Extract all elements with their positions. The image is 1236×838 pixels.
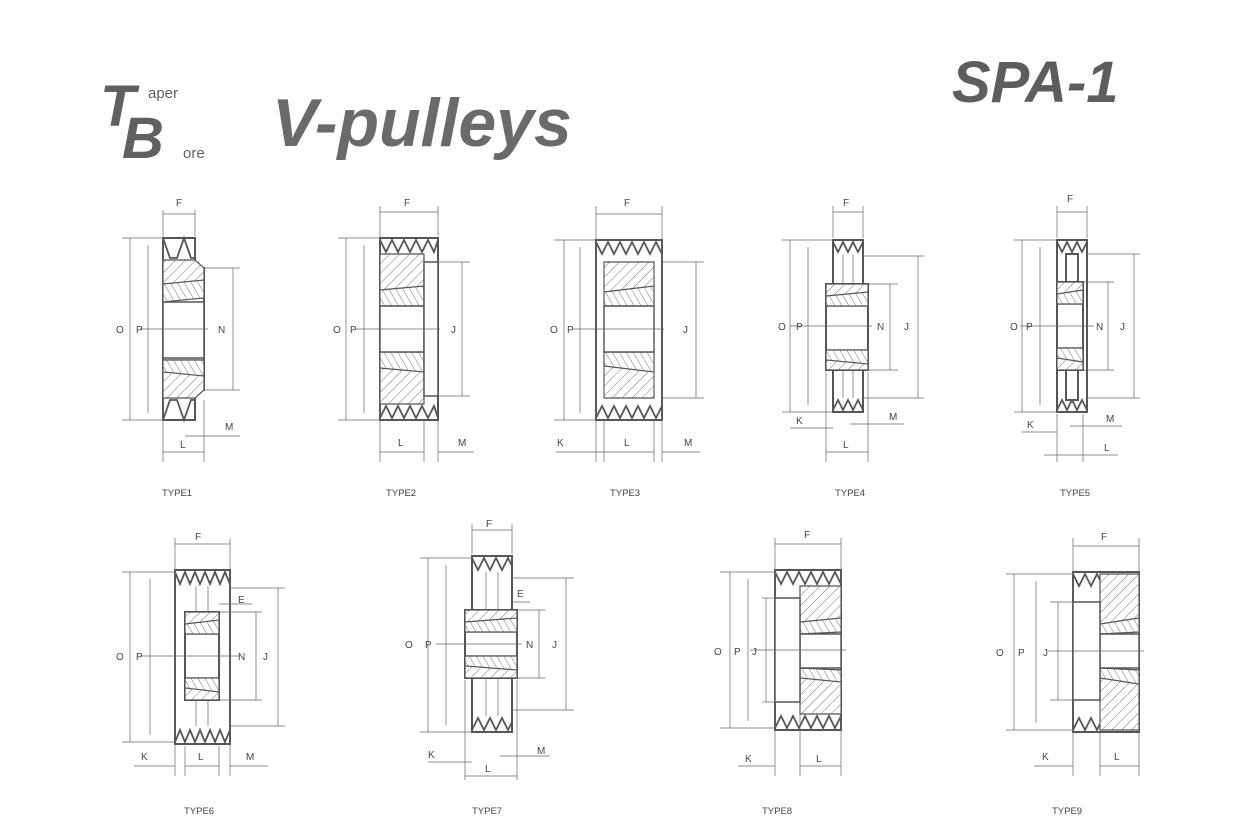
type1-label-o: O [116, 325, 124, 336]
type6-label-n: N [238, 652, 245, 663]
logo-letter-t: T [100, 74, 140, 139]
type4-label-j: J [904, 322, 909, 333]
type7-caption: TYPE7 [472, 806, 502, 817]
type8-label-k: K [745, 754, 752, 765]
type2-label-j: J [451, 325, 456, 336]
type6-label-l: L [198, 752, 204, 763]
type4-label-m: M [889, 412, 897, 423]
type6-label-f: F [195, 532, 201, 543]
type3-label-p: P [567, 325, 574, 336]
type6-label-e: E [238, 595, 245, 606]
type4-label-o: O [778, 322, 786, 333]
type1-label-f: F [176, 198, 182, 209]
type1-caption: TYPE1 [162, 488, 192, 499]
type9-label-p: P [1018, 648, 1025, 659]
type8-drawing: F O P J K L TYPE8 [714, 530, 846, 817]
type4-label-f: F [843, 198, 849, 209]
type5-label-o: O [1010, 322, 1018, 333]
logo-word-aper: aper [148, 85, 178, 102]
page-title: V-pulleys [272, 85, 572, 161]
type5-label-p: P [1026, 322, 1033, 333]
type5-label-j: J [1120, 322, 1125, 333]
type9-label-k: K [1042, 752, 1049, 763]
type4-drawing: F O P N J K M L TYPE4 [778, 198, 924, 499]
type8-caption: TYPE8 [762, 806, 792, 817]
type3-drawing: F O P J K L M TYPE3 [550, 198, 704, 499]
type7-drawing: F E O P N J K M L TYPE7 [405, 519, 574, 817]
type3-label-m: M [684, 438, 692, 449]
type8-label-j: J [752, 647, 757, 658]
type4-label-n: N [877, 322, 884, 333]
type4-label-k: K [796, 416, 803, 427]
type3-label-l: L [624, 438, 630, 449]
type1-label-n: N [218, 325, 225, 336]
type7-label-n: N [526, 640, 533, 651]
type4-caption: TYPE4 [835, 488, 865, 499]
type7-label-f: F [486, 519, 492, 530]
type5-label-l: L [1104, 443, 1110, 454]
type7-label-j: J [552, 640, 557, 651]
type1-drawing: F O P N L M TYPE1 [116, 198, 240, 499]
type6-drawing: F E O P N J K L M TYPE6 [116, 532, 285, 817]
type9-label-l: L [1114, 752, 1120, 763]
type9-drawing: F O P J K L TYPE9 [996, 532, 1144, 817]
type8-label-f: F [804, 530, 810, 541]
type3-label-o: O [550, 325, 558, 336]
type8-label-p: P [734, 647, 741, 658]
type8-label-o: O [714, 647, 722, 658]
type5-label-f: F [1067, 194, 1073, 205]
type8-label-l: L [816, 754, 822, 765]
type6-label-o: O [116, 652, 124, 663]
type9-caption: TYPE9 [1052, 806, 1082, 817]
type7-label-m: M [537, 746, 545, 757]
type6-label-p: P [136, 652, 143, 663]
type6-label-m: M [246, 752, 254, 763]
type5-label-n: N [1096, 322, 1103, 333]
type3-label-k: K [557, 438, 564, 449]
type2-label-f: F [404, 198, 410, 209]
type7-label-k: K [428, 750, 435, 761]
type2-label-l: L [398, 438, 404, 449]
type1-label-p: P [136, 325, 143, 336]
type7-label-l: L [485, 764, 491, 775]
type2-label-o: O [333, 325, 341, 336]
type1-label-m: M [225, 422, 233, 433]
type4-label-p: P [796, 322, 803, 333]
type2-label-m: M [458, 438, 466, 449]
type5-label-k: K [1027, 420, 1034, 431]
type1-label-l: L [180, 440, 186, 451]
type5-label-m: M [1106, 414, 1114, 425]
type3-label-j: J [683, 325, 688, 336]
type7-label-e: E [517, 589, 524, 600]
type9-label-j: J [1043, 648, 1048, 659]
logo-letter-b: B [122, 106, 164, 171]
type6-caption: TYPE6 [184, 806, 214, 817]
type2-drawing: F O P J L M TYPE2 [333, 198, 474, 499]
type9-label-f: F [1101, 532, 1107, 543]
type5-drawing: F O P N J K M L TYPE5 [1010, 194, 1140, 499]
type7-label-p: P [425, 640, 432, 651]
type2-caption: TYPE2 [386, 488, 416, 499]
brand-logo: T aper B ore [100, 74, 205, 171]
type2-label-p: P [350, 325, 357, 336]
type6-label-j: J [263, 652, 268, 663]
type7-label-o: O [405, 640, 413, 651]
type6-label-k: K [141, 752, 148, 763]
type3-label-f: F [624, 198, 630, 209]
product-code: SPA-1 [952, 50, 1119, 115]
type5-caption: TYPE5 [1060, 488, 1090, 499]
logo-word-ore: ore [183, 145, 205, 162]
type4-label-l: L [843, 440, 849, 451]
type9-label-o: O [996, 648, 1004, 659]
type3-caption: TYPE3 [610, 488, 640, 499]
